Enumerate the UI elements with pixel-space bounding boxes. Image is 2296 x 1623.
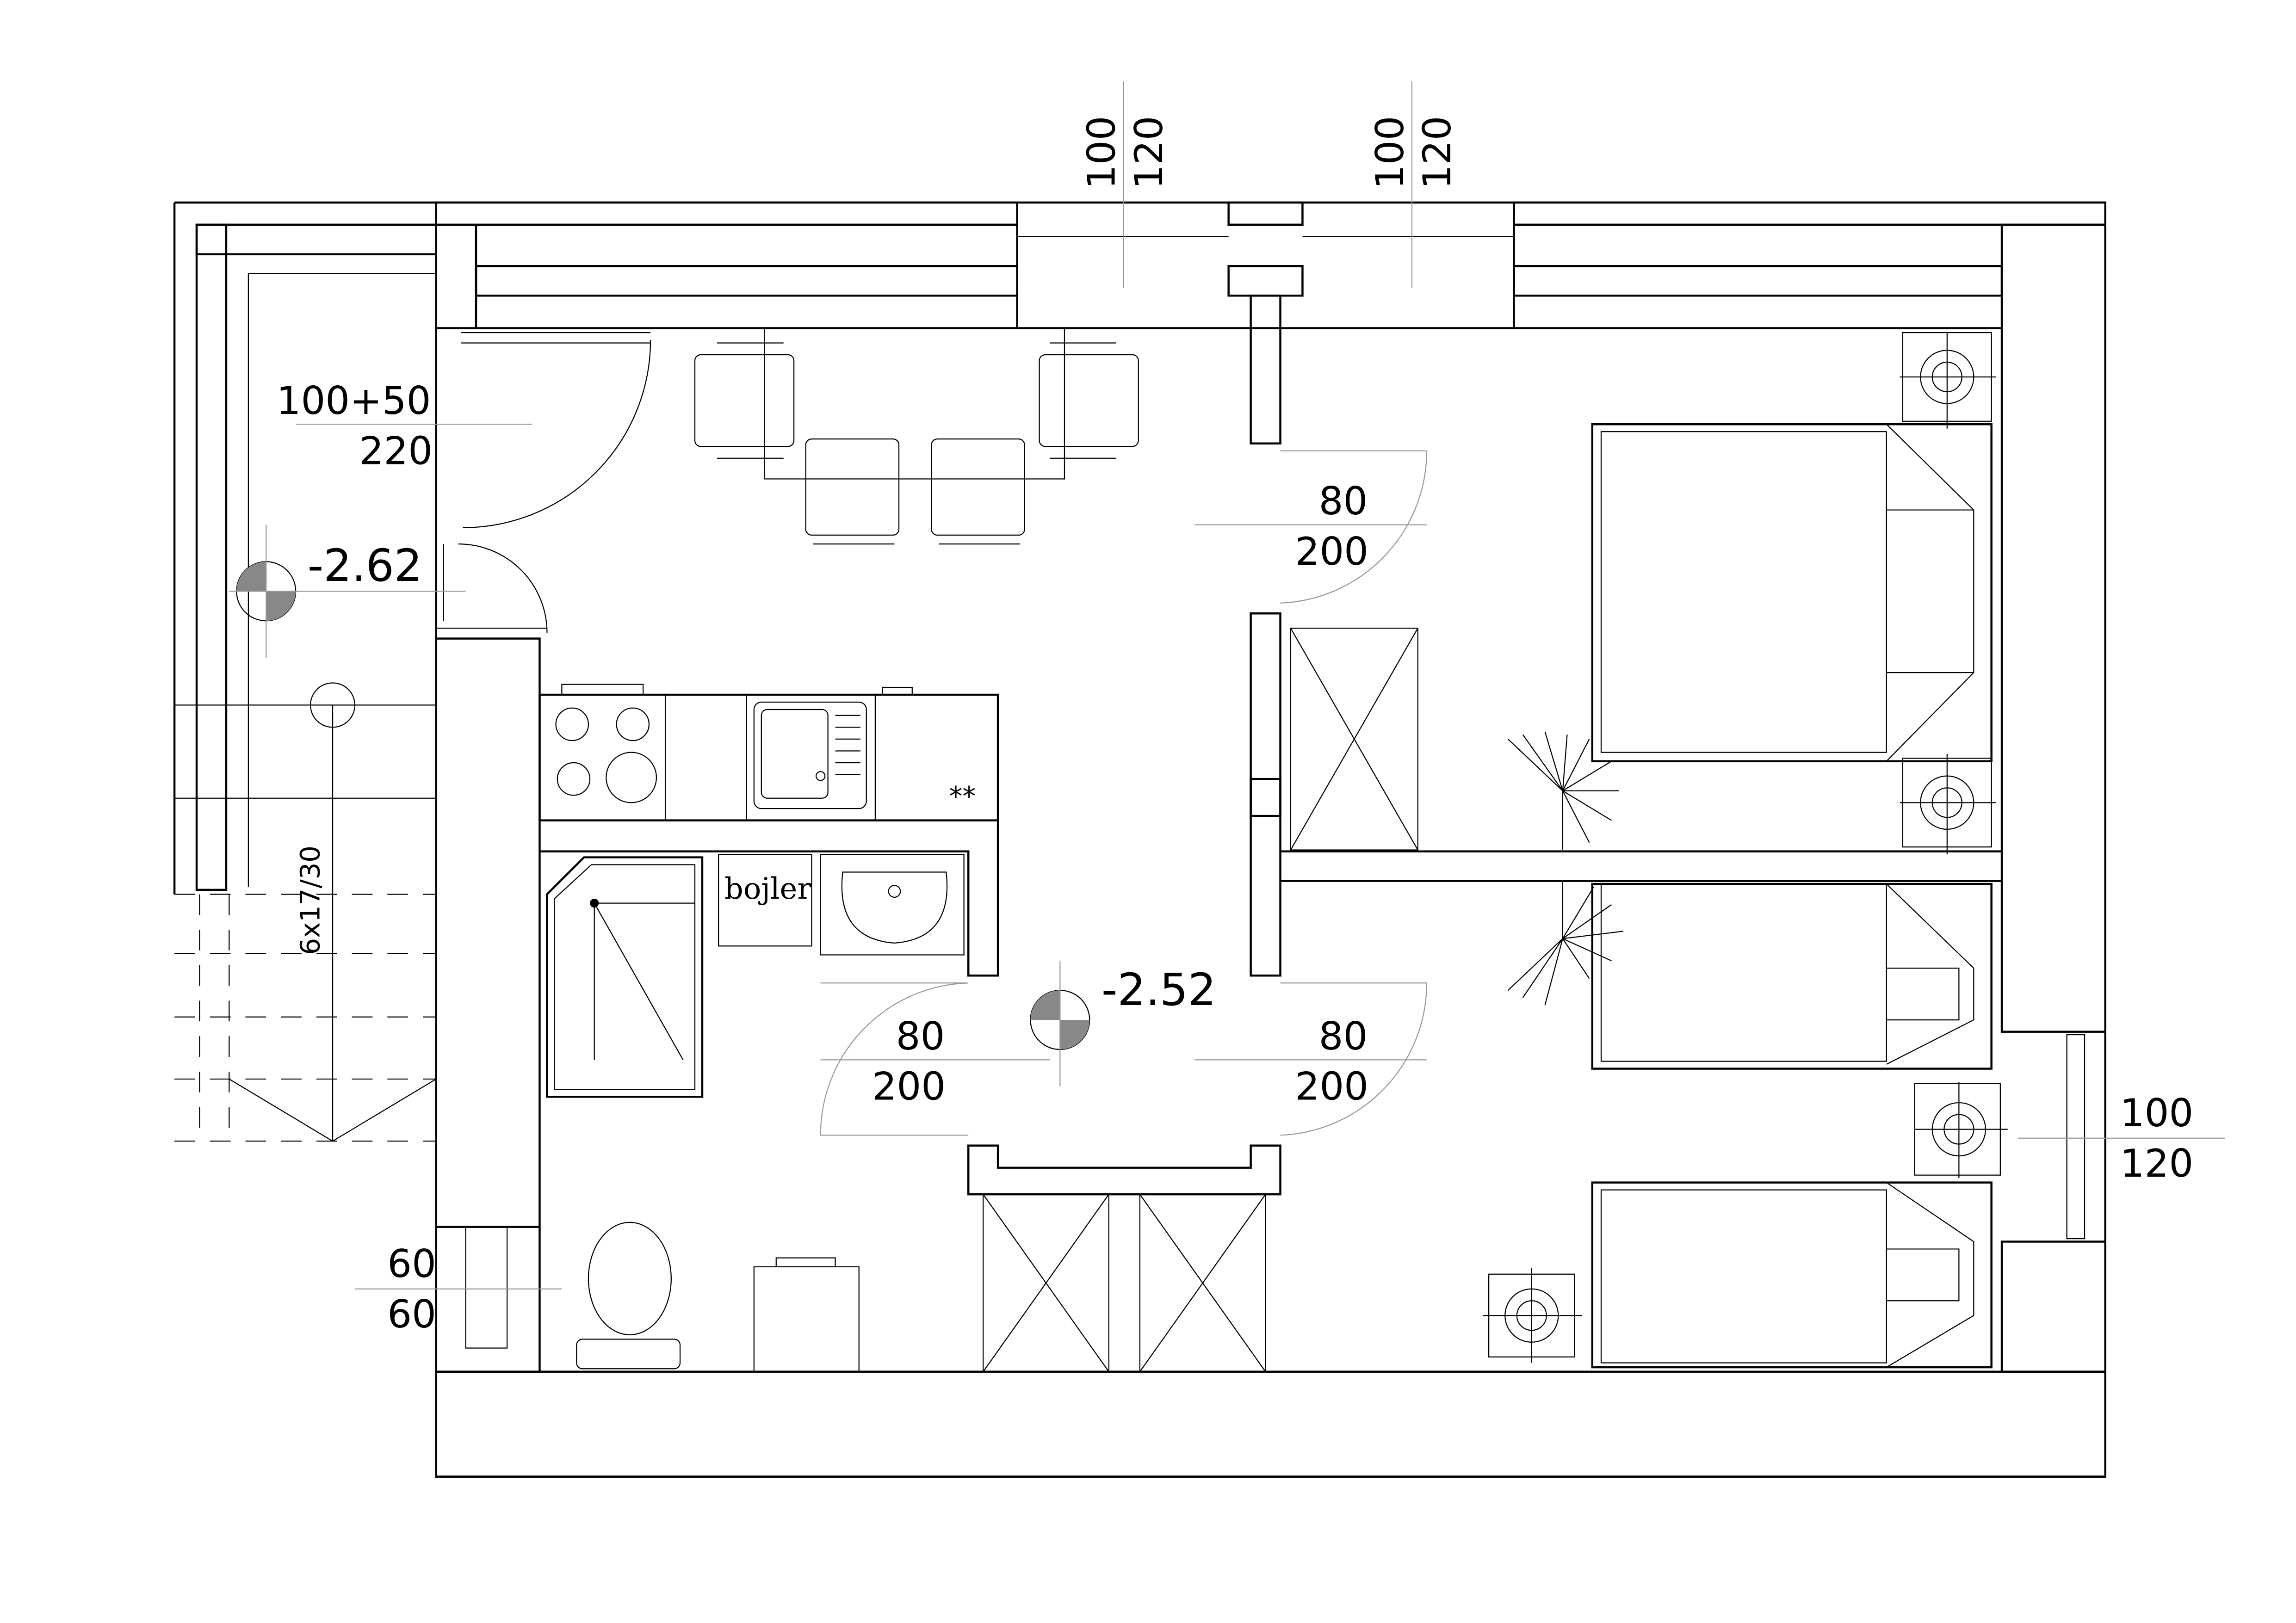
window-bathroom: 60 60 [354,1226,562,1349]
single-bed-2 [1591,1181,1993,1369]
shower [546,856,704,1098]
door-width-label: 80 [1319,479,1368,524]
kitchen-sink-icon [753,701,867,809]
door-bedroom-1: 80 200 [1194,450,1428,604]
appliance-mark: ** [949,781,976,812]
door-bedroom-2: 80 200 [1194,982,1428,1136]
window-height-label: 120 [1415,116,1460,190]
plant-icon [1507,881,1624,1006]
window-top-right: 100 120 [1368,81,1460,289]
double-bed [1591,423,1993,763]
window-width-label: 100 [1079,116,1124,190]
exterior-walls [435,201,2106,1478]
level-marker-hall: -2.52 [1030,961,1216,1086]
door-height-label: 200 [1295,529,1368,574]
window-right: 100 120 [2018,1034,2225,1240]
stairs-label: 6x17/30 [295,845,326,955]
door-height-label: 200 [1295,1064,1368,1109]
door-width-label: 80 [1319,1014,1368,1059]
wardrobes-hall [983,1194,1266,1372]
level-label: -2.52 [1102,964,1216,1016]
window-width-label: 100 [2120,1091,2194,1135]
entrance-stairs: 6x17/30 [173,201,437,1142]
kitchen-counter: ** [538,684,999,821]
window-height-label: 60 [387,1292,436,1337]
door-bathroom: 80 200 [820,982,1050,1136]
entrance-door-width-label: 100+50 [277,378,431,423]
toilet-icon [576,1222,681,1370]
level-label: -2.62 [308,540,422,592]
entrance-door-height-label: 220 [359,428,433,473]
window-top-left: 100 120 [1079,81,1171,289]
window-width-label: 60 [387,1241,436,1286]
nightstand-lamp-icon [1483,1268,1582,1363]
window-height-label: 120 [1126,116,1171,190]
top-wall [435,201,2106,329]
nightstand-lamp-icon [1900,753,1996,855]
dining-table [694,327,1139,545]
door-height-label: 200 [872,1064,946,1109]
washbasin-icon [820,854,965,956]
wardrobe-bedroom-1 [1290,628,1418,851]
entrance-door: 100+50 220 [277,332,651,633]
boiler: bojler [718,854,812,947]
single-bed-1 [1591,882,1993,1070]
window-width-label: 100 [1368,116,1412,190]
stove-icon [555,707,657,803]
plant-icon [1507,731,1619,850]
nightstand-lamp-icon [1914,1082,2008,1179]
level-marker-entrance: -2.62 [229,525,466,658]
door-width-label: 80 [896,1014,945,1059]
nightstand-lamp-icon [1900,332,1996,429]
window-height-label: 120 [2120,1141,2194,1186]
washing-machine [753,1257,860,1372]
boiler-label: bojler [724,872,811,906]
